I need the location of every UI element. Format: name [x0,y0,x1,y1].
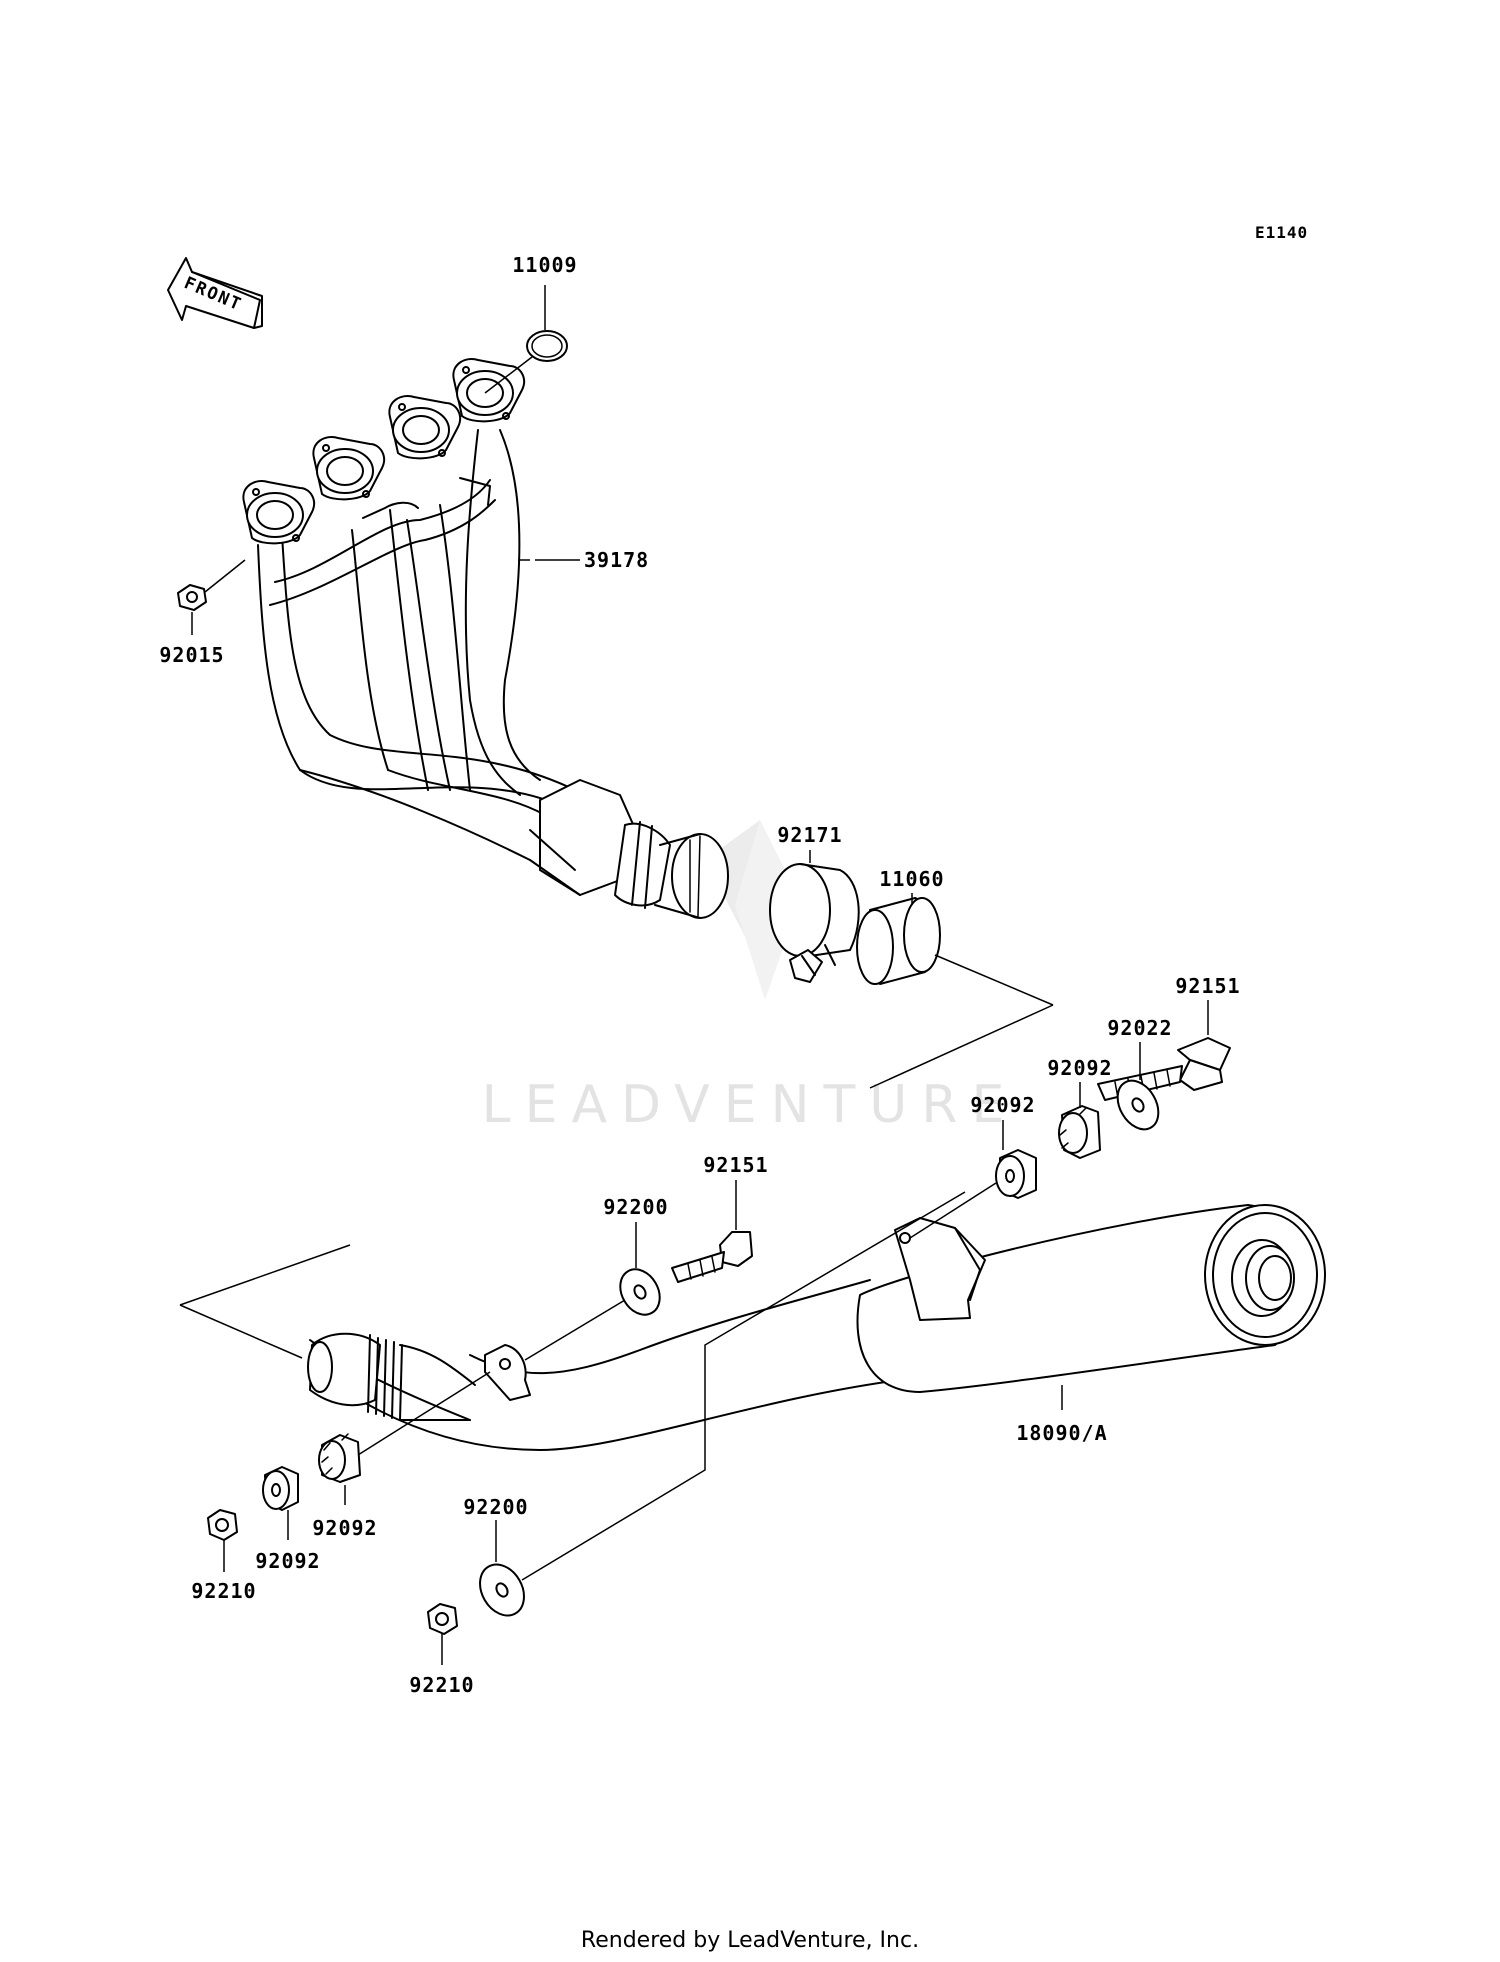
grommet-92092-a [1058,1105,1101,1159]
front-arrow-icon: FRONT [167,257,263,329]
gasket-11060 [856,897,941,985]
label-39178: 39178 [584,548,649,572]
clamp-92171 [769,863,860,983]
label-92151-mid: 92151 [703,1153,768,1177]
nut-92210-left [207,1509,238,1541]
label-92210-bottom: 92210 [409,1673,474,1697]
label-92092-a: 92092 [1047,1056,1112,1080]
grommet-92092-b [995,1149,1037,1199]
label-92171: 92171 [777,823,842,847]
label-11009: 11009 [512,253,577,277]
nut-92210-bottom [427,1603,458,1635]
grommet-92092-d [262,1466,299,1511]
label-92092-c: 92092 [312,1516,377,1540]
label-92200-bottom: 92200 [463,1495,528,1519]
label-92200-top: 92200 [603,1195,668,1219]
label-92092-b: 92092 [970,1093,1035,1117]
label-18090: 18090/A [1016,1421,1107,1445]
label-92092-d: 92092 [255,1549,320,1573]
label-11060: 11060 [879,867,944,891]
watermark-text: LEADVENTURE [482,1075,1019,1135]
label-92151-top: 92151 [1175,974,1240,998]
exhaust-gasket-11009 [526,330,568,362]
leadventure-watermark: LEADVENTURE [482,820,1019,1135]
footer-credit: Rendered by LeadVenture, Inc. [581,1928,919,1953]
washer-92200-bottom [479,1563,525,1617]
diagram-code: E1140 [1255,223,1308,242]
label-92210-left: 92210 [191,1579,256,1603]
exhaust-header-pipe [242,358,729,919]
bolt-92151-mid [671,1231,753,1283]
grommet-92092-c [318,1433,361,1483]
nut-92015 [177,584,207,611]
label-92015: 92015 [159,643,224,667]
washer-92022 [1116,1079,1160,1131]
label-92022: 92022 [1107,1016,1172,1040]
washer-92200-top [619,1268,661,1316]
muffler-18090 [179,1204,1326,1451]
